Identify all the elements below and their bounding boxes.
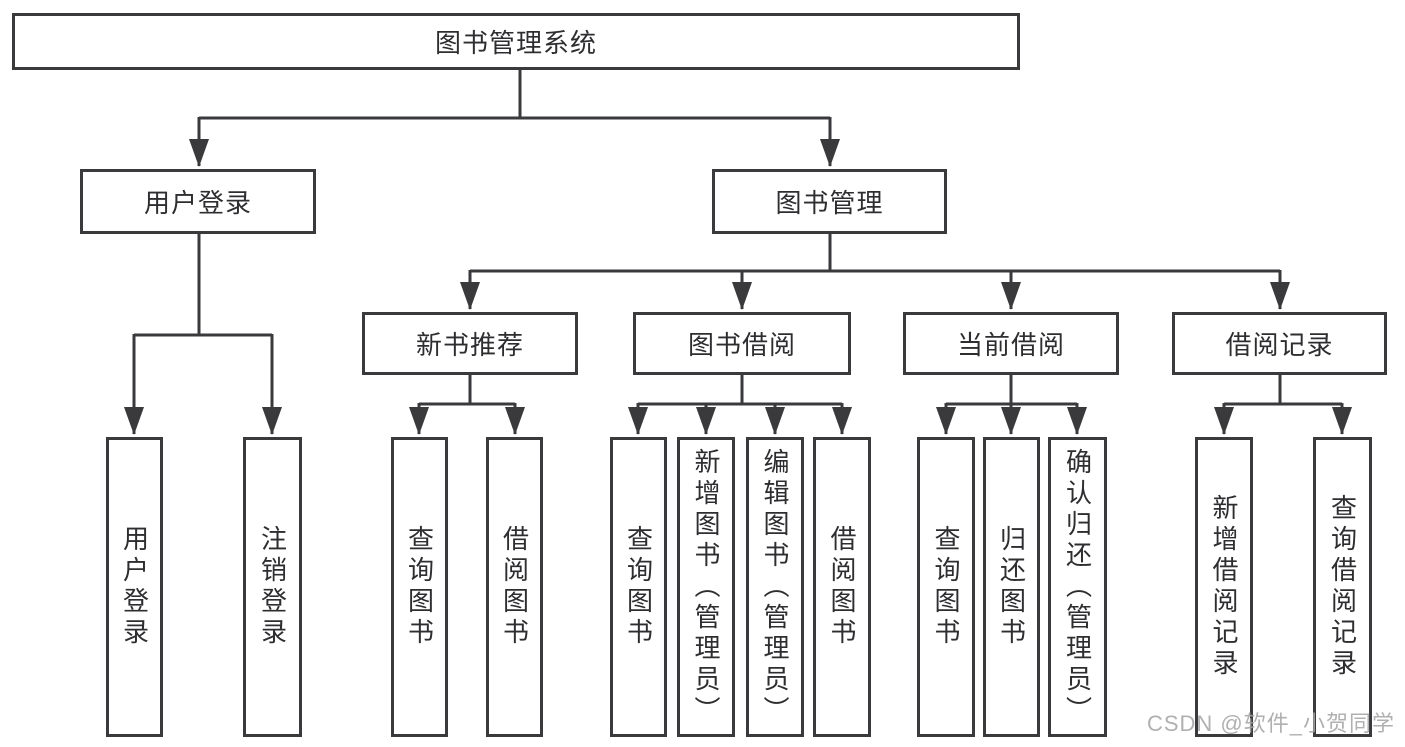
node-current-borrow: 当前借阅	[903, 312, 1119, 375]
node-label: 借阅图书	[499, 525, 530, 649]
leaf-borrow-books-recommend: 借阅图书	[486, 437, 543, 737]
node-new-book-recommend: 新书推荐	[362, 312, 578, 375]
leaf-add-borrow-record: 新增借阅记录	[1195, 437, 1253, 737]
csdn-watermark: CSDN @软件_小贺同学	[1146, 711, 1395, 736]
leaf-logout: 注销登录	[243, 437, 302, 737]
node-label: 用户登录	[119, 525, 150, 649]
node-label: 新增借阅记录	[1209, 494, 1239, 680]
leaf-confirm-return-admin: 确认归还（管理员）	[1048, 437, 1107, 737]
node-label: 归还图书	[996, 525, 1027, 649]
node-label: 查询借阅记录	[1327, 494, 1358, 680]
node-label: 图书借阅	[687, 330, 796, 360]
leaf-edit-book-admin: 编辑图书（管理员）	[746, 437, 804, 737]
node-label: 新增图书（管理员）	[691, 447, 721, 727]
leaf-query-borrow-record: 查询借阅记录	[1313, 437, 1372, 737]
node-user-login: 用户登录	[80, 169, 316, 234]
node-label: 当前借阅	[956, 330, 1065, 360]
node-label: 查询图书	[623, 525, 654, 649]
node-book-management: 图书管理	[712, 169, 947, 234]
leaf-query-books-borrow: 查询图书	[610, 437, 667, 737]
leaf-return-book: 归还图书	[983, 437, 1040, 737]
node-label: 编辑图书（管理员）	[760, 447, 790, 727]
leaf-user-login: 用户登录	[106, 437, 163, 737]
node-label: 用户登录	[143, 188, 252, 218]
leaf-query-books-current: 查询图书	[917, 437, 975, 737]
leaf-query-books-recommend: 查询图书	[391, 437, 448, 737]
leaf-borrow-books: 借阅图书	[813, 437, 871, 737]
node-borrow-records: 借阅记录	[1172, 312, 1387, 375]
node-label: 图书管理	[775, 188, 884, 218]
node-book-borrow: 图书借阅	[633, 312, 851, 375]
node-library-management-system: 图书管理系统	[12, 13, 1020, 70]
node-label: 查询图书	[931, 525, 961, 649]
node-label: 借阅图书	[827, 525, 857, 649]
node-label: 借阅记录	[1225, 330, 1334, 360]
node-label: 新书推荐	[415, 330, 524, 360]
node-label: 注销登录	[257, 525, 288, 649]
leaf-add-book-admin: 新增图书（管理员）	[677, 437, 735, 737]
node-label: 查询图书	[404, 525, 435, 649]
node-label: 确认归还（管理员）	[1062, 447, 1093, 727]
node-label: 图书管理系统	[434, 28, 597, 58]
